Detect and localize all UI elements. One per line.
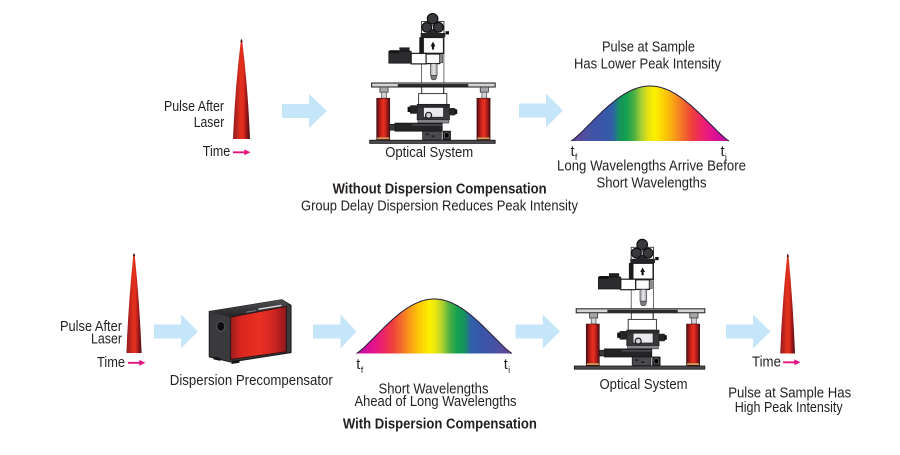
svg-text:Pulse After: Pulse After: [164, 99, 224, 115]
svg-text:Optical System: Optical System: [600, 377, 688, 393]
svg-text:Time: Time: [97, 355, 125, 371]
svg-text:Optical System: Optical System: [385, 145, 473, 161]
svg-text:With Dispersion Compensation: With Dispersion Compensation: [343, 417, 537, 433]
svg-text:Without Dispersion Compensatio: Without Dispersion Compensation: [333, 181, 547, 197]
svg-text:Laser: Laser: [194, 115, 225, 131]
svg-text:t: t: [504, 357, 508, 373]
svg-text:High Peak Intensity: High Peak Intensity: [735, 400, 844, 416]
svg-text:Short Wavelengths: Short Wavelengths: [379, 382, 489, 398]
svg-text:f: f: [361, 365, 364, 375]
svg-text:f: f: [575, 152, 578, 162]
svg-text:Laser: Laser: [91, 332, 122, 348]
svg-text:Time: Time: [752, 355, 781, 371]
svg-text:t: t: [721, 144, 725, 160]
svg-text:Pulse at Sample: Pulse at Sample: [602, 40, 695, 56]
svg-text:t: t: [356, 357, 360, 373]
svg-text:Group Delay Dispersion Reduces: Group Delay Dispersion Reduces Peak Inte…: [301, 199, 579, 215]
svg-text:t: t: [571, 144, 575, 160]
svg-text:Dispersion Precompensator: Dispersion Precompensator: [170, 373, 333, 389]
svg-text:Ahead of Long Wavelengths: Ahead of Long Wavelengths: [355, 394, 517, 410]
svg-text:Time: Time: [203, 144, 231, 160]
svg-text:i: i: [508, 365, 510, 375]
svg-text:Short Wavelengths: Short Wavelengths: [597, 176, 707, 192]
svg-text:Pulse After: Pulse After: [60, 319, 122, 335]
svg-text:Pulse at Sample Has: Pulse at Sample Has: [728, 386, 851, 402]
svg-text:i: i: [725, 152, 727, 162]
svg-text:Has Lower Peak Intensity: Has Lower Peak Intensity: [574, 57, 722, 73]
svg-text:Long Wavelengths Arrive Before: Long Wavelengths Arrive Before: [557, 159, 746, 175]
